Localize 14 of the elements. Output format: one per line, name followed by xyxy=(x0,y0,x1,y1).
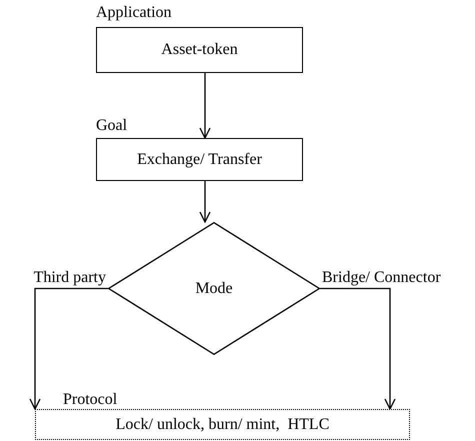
process-box xyxy=(96,27,303,73)
section-heading: Application xyxy=(94,4,174,22)
arrow xyxy=(199,181,211,223)
arrow xyxy=(199,73,211,139)
node-label: Exchange/ Transfer xyxy=(136,150,263,168)
arrow xyxy=(29,288,108,410)
node-label: Mode xyxy=(194,280,234,298)
arrow xyxy=(320,288,396,410)
edge-label: Bridge/ Connector xyxy=(322,268,441,286)
process-box xyxy=(96,138,303,181)
edge-label: Third party xyxy=(34,268,106,286)
node-label: Asset-token xyxy=(160,41,239,59)
protocol-box xyxy=(35,409,410,440)
node-label: Lock/ unlock, burn/ mint, HTLC xyxy=(114,416,330,434)
